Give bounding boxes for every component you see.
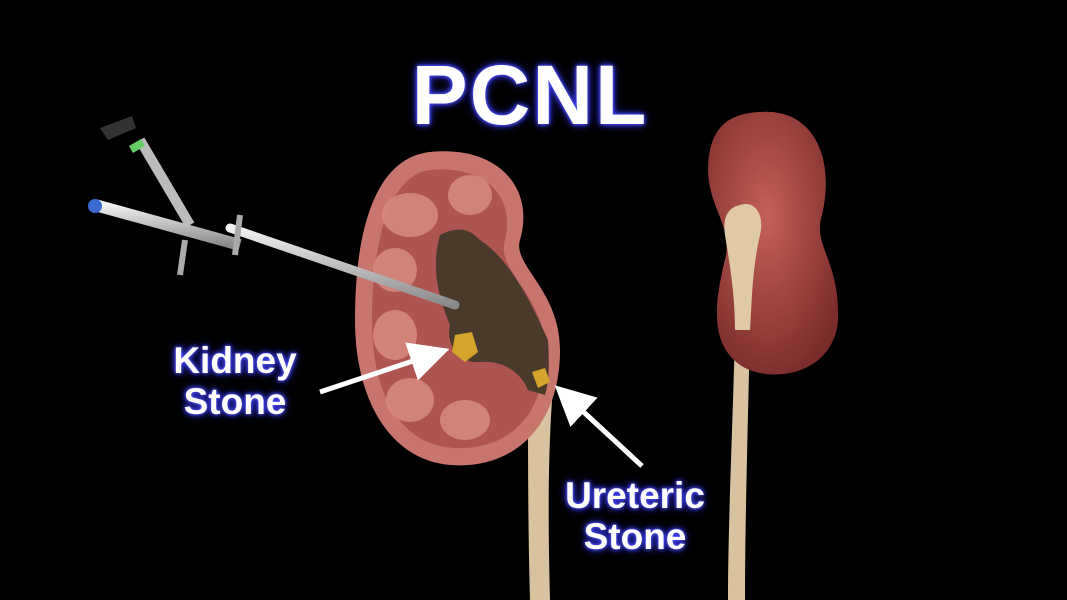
ureteric-stone-label-line2: Stone (583, 516, 687, 558)
kidney-cross-section (355, 151, 560, 600)
kidney-stone-label-line2: Stone (183, 381, 287, 423)
kidney-stone (452, 332, 478, 362)
page-title: PCNL (411, 48, 649, 142)
kidney-stone-arrow (319, 342, 450, 395)
nephroscope (88, 116, 460, 310)
ureteric-stone (532, 368, 550, 388)
kidney-stone-label: Kidney Stone (140, 340, 330, 423)
kidney-stone-label-line1: Kidney (173, 340, 297, 381)
whole-kidney (708, 111, 839, 600)
ureteric-stone-arrow (554, 385, 644, 468)
ureteric-stone-label: Ureteric Stone (540, 475, 730, 558)
ureteric-stone-label-line1: Ureteric (565, 475, 705, 516)
